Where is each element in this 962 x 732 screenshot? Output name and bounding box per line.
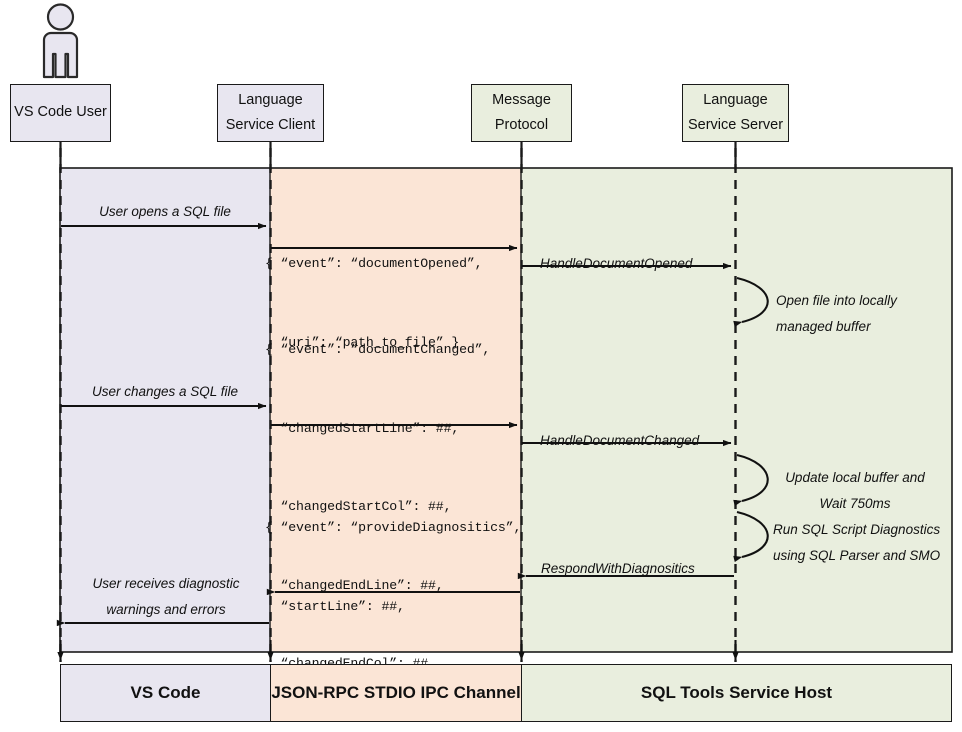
payload-document-changed-line-3: “changedEndLine”: ##, (265, 577, 444, 593)
selfcall-label-update-buffer-wait-line-2: Wait 750ms (819, 496, 891, 512)
selfcall-label-open-file-buffer-line-2: managed buffer (776, 319, 871, 335)
payload-document-changed-line-0: { “event”: “documentChanged”, (265, 342, 491, 358)
payload-provide-diagnostics-line-0: { “event”: “provideDiagnositics”, (265, 520, 522, 536)
selfcall-label-update-buffer-wait: Update local buffer and Wait 750ms (770, 465, 940, 518)
message-label-user-receives-diagnostics-line-2: warnings and errors (106, 602, 226, 618)
message-label-user-opens-file: User opens a SQL file (99, 204, 231, 219)
lifeline-header-language-service-client[interactable]: Language Service Client (217, 84, 324, 142)
payload-document-changed-line-2: “changedStartCol”: ##, (265, 499, 452, 515)
lifeline-header-vscode-user-label: VS Code User (14, 104, 107, 121)
selfcall-label-run-diagnostics-line-1: Run SQL Script Diagnostics (773, 522, 941, 537)
lifeline-header-language-service-client-label-2: Service Client (225, 117, 316, 133)
message-label-user-receives-diagnostics: User receives diagnostic warnings and er… (60, 571, 272, 624)
footer-service-host[interactable]: SQL Tools Service Host (521, 664, 952, 722)
lifeline-header-language-service-server[interactable]: Language Service Server (682, 84, 789, 142)
lifeline-header-language-service-server-label-2: Service Server (687, 117, 784, 133)
band-vscode (60, 168, 270, 652)
payload-provide-diagnostics-line-1: “startLine”: ##, (265, 598, 405, 614)
lifeline-header-vscode-user[interactable]: VS Code User (10, 84, 111, 142)
selfloop-update-buffer-wait (733, 453, 769, 507)
selfcall-label-open-file-buffer: Open file into locally managed buffer (776, 288, 897, 341)
footer-vscode[interactable]: VS Code (60, 664, 271, 722)
message-label-handle-document-changed: HandleDocumentChanged (540, 433, 700, 448)
payload-document-opened-line-0: { “event”: “documentOpened”, (265, 256, 483, 272)
lifeline-header-message-protocol-label-1: Message (492, 91, 551, 108)
payload-document-changed-line-1: “changedStartLine”: ##, (265, 420, 460, 436)
message-label-respond-with-diagnostics: RespondWithDiagnositics (541, 561, 695, 576)
footer-ipc-channel[interactable]: JSON-RPC STDIO IPC Channel (270, 664, 522, 722)
selfcall-label-run-diagnostics: Run SQL Script Diagnostics using SQL Par… (773, 517, 940, 570)
lifeline-header-language-service-server-label-1: Language (703, 91, 768, 108)
message-label-user-receives-diagnostics-line-1: User receives diagnostic (92, 576, 240, 591)
selfcall-label-open-file-buffer-line-1: Open file into locally (776, 293, 897, 308)
person-actor-icon (42, 3, 79, 79)
selfcall-label-run-diagnostics-line-2: using SQL Parser and SMO (773, 548, 941, 564)
message-label-handle-document-opened: HandleDocumentOpened (540, 256, 693, 271)
selfcall-label-update-buffer-wait-line-1: Update local buffer and (785, 470, 925, 485)
lifeline-header-message-protocol[interactable]: Message Protocol (471, 84, 572, 142)
selfloop-run-diagnostics (733, 510, 769, 563)
lifeline-header-message-protocol-label-2: Protocol (494, 117, 549, 133)
lifeline-header-language-service-client-label-1: Language (238, 91, 303, 108)
payload-document-opened: { “event”: “documentOpened”, “uri”: “pat… (265, 199, 483, 408)
payload-document-opened-line-1: “uri”: “path_to_file” } (265, 334, 460, 350)
selfloop-open-file-buffer (733, 276, 769, 328)
message-label-user-changes-file: User changes a SQL file (91, 384, 239, 399)
